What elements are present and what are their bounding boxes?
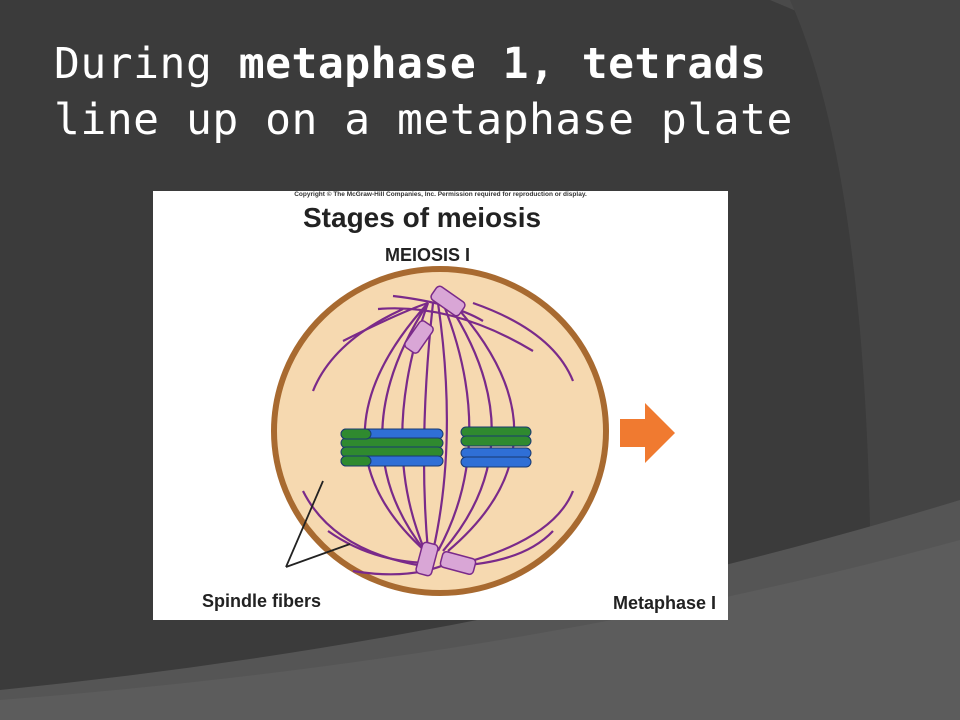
centriole-top <box>404 285 466 354</box>
spindle-fibers-label: Spindle fibers <box>202 591 322 611</box>
centriole-bottom <box>415 541 477 577</box>
tetrad-left <box>340 428 444 467</box>
figure-subtitle: MEIOSIS I <box>385 245 471 265</box>
copyright-text: Copyright © The McGraw-Hill Companies, I… <box>294 191 587 198</box>
title-text: During <box>54 39 239 89</box>
cell-diagram <box>271 266 675 596</box>
arrow-icon <box>620 403 675 463</box>
slide-title: During metaphase 1, tetrads line up on a… <box>54 36 793 148</box>
meiosis-figure: Copyright © The McGraw-Hill Companies, I… <box>153 191 728 620</box>
tetrad-right <box>460 426 532 468</box>
title-line-2: line up on a metaphase plate <box>54 95 793 145</box>
spindle-label-pointers <box>285 480 351 568</box>
spindle-fibers <box>302 294 575 576</box>
title-emphasis: metaphase 1, tetrads <box>238 39 767 89</box>
phase-label: Metaphase I <box>612 593 716 613</box>
figure-title: Stages of meiosis <box>303 202 542 233</box>
